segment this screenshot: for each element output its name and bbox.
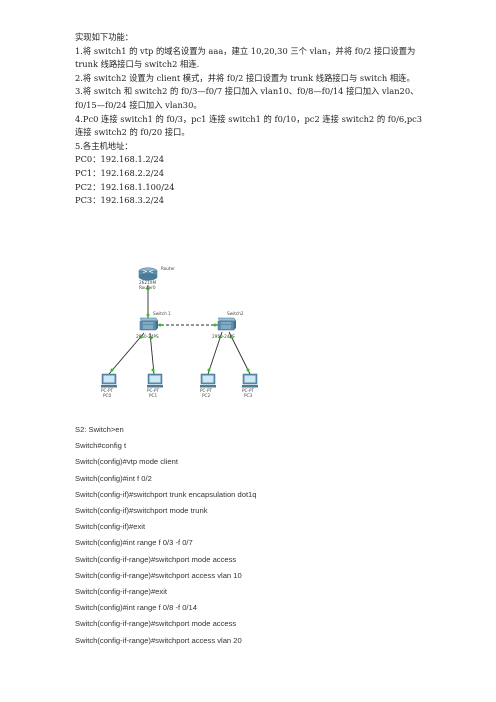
port-up-icon [158, 323, 162, 327]
intro-line: 3.将 switch 和 switch2 的 f0/3—f0/7 接口加入 vl… [75, 86, 419, 110]
intro-line: PC0：192.168.1.2/24 [75, 154, 165, 165]
command-line: Switch(config-if-range)#switchport mode … [75, 619, 237, 629]
switch1-icon [139, 317, 159, 331]
pc2-name: PC2 [202, 393, 210, 398]
port-up-icon [151, 368, 155, 372]
link-switch1-pc0 [108, 332, 145, 375]
port-up-icon [149, 336, 153, 340]
command-line: Switch(config-if)#switchport mode trunk [75, 506, 208, 516]
command-line: Switch(config-if-range)#switchport mode … [75, 554, 237, 564]
router-icon [138, 267, 158, 281]
intro-line: 4.Pc0 连接 switch1 的 f0/3，pc1 连接 switch1 的… [75, 113, 423, 138]
port-up-icon [218, 335, 222, 339]
intro-line: 实现如下功能： [75, 32, 134, 42]
switch1-label: Switch 1 [153, 311, 171, 316]
pc-icon [242, 373, 258, 388]
link-switch2-pc3 [228, 331, 251, 375]
pc3-type: PC-PT [242, 388, 254, 393]
cli-commands: S2: Switch>en Switch#config t Switch(con… [75, 422, 425, 649]
pc1-type: PC-PT [147, 388, 159, 393]
pc3-name: PC3 [244, 393, 252, 398]
pc-icon [101, 373, 117, 388]
port-up-icon [110, 368, 114, 372]
switch2-icon [217, 317, 237, 331]
command-line: Switch(config-if-range)#switchport acces… [75, 635, 242, 645]
intro-line: 5.各主机地址： [75, 140, 133, 151]
requirements-text: 实现如下功能： 1.将 switch1 的 vtp 的域名设置为 aaa，建立 … [75, 31, 425, 208]
link-switch1-pc1 [149, 332, 155, 375]
command-line: Switch(config-if-range)#switchport acces… [75, 570, 242, 580]
router-sub: Router0 [139, 285, 156, 290]
link-switch2-pc2 [207, 331, 223, 375]
port-up-icon [146, 287, 150, 291]
command-line: Switch(config)#vtp mode client [75, 457, 178, 467]
port-up-icon [139, 335, 143, 339]
router-label: Router [161, 266, 175, 271]
switch1-model: 2950-24PS [136, 334, 159, 339]
command-line: S2: Switch>en [75, 425, 124, 434]
port-up-icon [246, 368, 250, 372]
intro-line: 1.将 switch1 的 vtp 的域名设置为 aaa，建立 10,20,30… [75, 45, 416, 70]
switch2-label: Switch2 [227, 311, 244, 316]
pc0-type: PC-PT [101, 388, 113, 393]
port-up-icon [229, 335, 233, 339]
pc-icon [147, 373, 163, 388]
command-line: Switch(config-if)#switchport trunk encap… [75, 489, 257, 499]
command-line: Switch(config-if)#exit [75, 522, 146, 532]
port-up-icon [213, 323, 217, 327]
port-up-icon [207, 368, 211, 372]
network-topology-diagram: Router 2621XM Router0 Switch 1 2950-24PS… [90, 258, 290, 408]
pc0-name: PC0 [103, 393, 111, 398]
intro-line: 2.将 switch2 设置为 client 模式，并将 f0/2 接口设置为 … [75, 72, 415, 83]
pc2-type: PC-PT [200, 388, 212, 393]
intro-line: PC3：192.168.3.2/24 [75, 195, 165, 206]
command-line: Switch(config)#int range f 0/3 -f 0/7 [75, 538, 193, 548]
pc1-name: PC1 [149, 393, 157, 398]
pc-icon [200, 373, 216, 388]
topology-svg: Router 2621XM Router0 Switch 1 2950-24PS… [101, 266, 258, 398]
switch2-model: 2950-24PS [212, 334, 235, 339]
command-line: Switch#config t [75, 441, 127, 451]
router-model: 2621XM [139, 280, 157, 285]
command-line: Switch(config)#int f 0/2 [75, 473, 152, 483]
port-up-icon [146, 313, 150, 317]
intro-line: PC1：192.168.2.2/24 [75, 167, 165, 178]
command-line: Switch(config)#int range f 0/8 -f 0/14 [75, 603, 197, 613]
intro-line: PC2：192.168.1.100/24 [75, 181, 175, 192]
command-line: Switch(config-if-range)#exit [75, 587, 168, 597]
